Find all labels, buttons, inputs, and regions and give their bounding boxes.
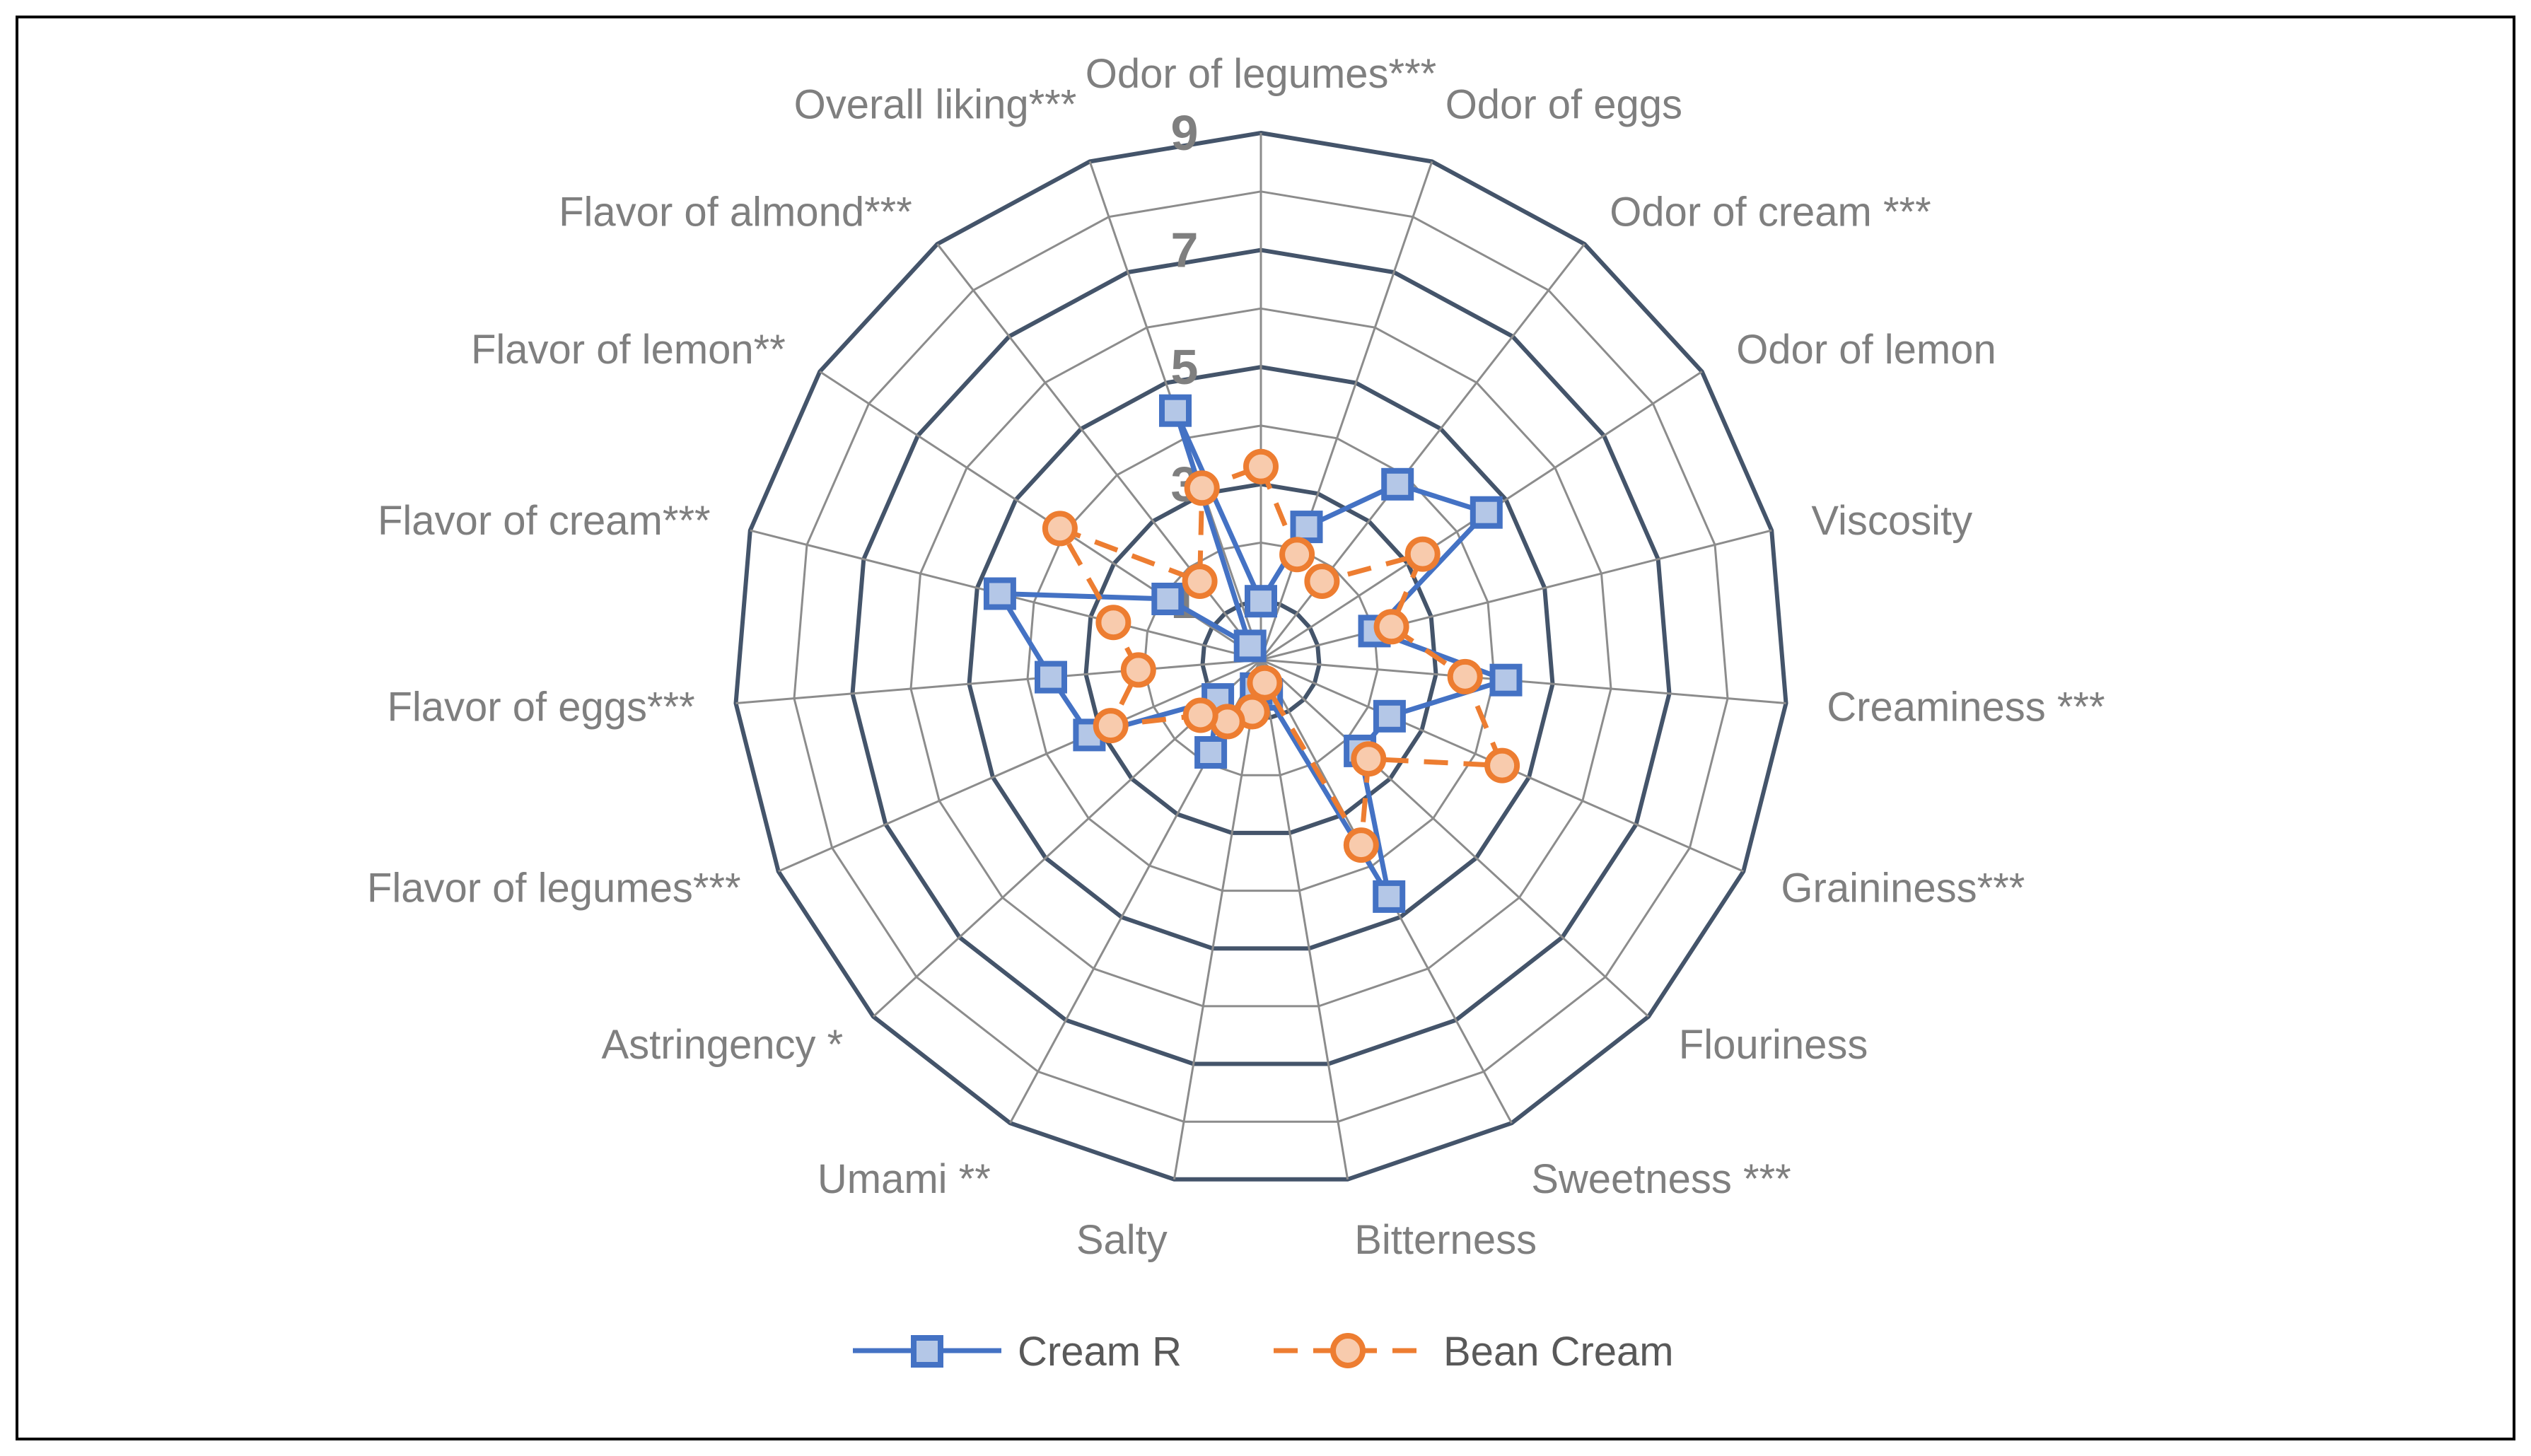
category-label-11: Umami ** xyxy=(818,1156,991,1202)
tick-label-5: 5 xyxy=(1171,339,1199,395)
point-0-1 xyxy=(1290,511,1323,544)
point-0-18 xyxy=(1159,394,1192,427)
point-0-14 xyxy=(1035,660,1067,694)
grid-ring-8 xyxy=(793,190,1729,1123)
point-1-5 xyxy=(1447,658,1483,694)
point-0-8 xyxy=(1373,880,1406,913)
legend-item-1: Bean Cream xyxy=(1274,1329,1674,1375)
point-1-16 xyxy=(1042,511,1078,547)
point-0-2 xyxy=(1381,467,1414,501)
legend-label-1: Bean Cream xyxy=(1443,1329,1674,1375)
data-series xyxy=(983,394,1523,913)
category-label-9: Bitterness xyxy=(1354,1217,1537,1263)
grid-spoke-9 xyxy=(1259,659,1349,1180)
point-0-16 xyxy=(1151,583,1185,615)
point-1-17 xyxy=(1182,564,1218,599)
category-label-17: Flavor of almond*** xyxy=(559,189,912,235)
grid-spoke-13 xyxy=(778,658,1262,873)
category-label-8: Sweetness *** xyxy=(1531,1156,1791,1202)
point-0-3 xyxy=(1470,496,1503,529)
series-line-1 xyxy=(1057,464,1505,848)
category-label-10: Salty xyxy=(1076,1217,1168,1263)
point-0-6 xyxy=(1373,699,1406,733)
series-1 xyxy=(1042,448,1520,863)
point-1-18 xyxy=(1184,470,1220,506)
grid-spoke-4 xyxy=(1260,529,1772,661)
point-1-2 xyxy=(1304,564,1340,599)
legend-label-0: Cream R xyxy=(1018,1329,1182,1375)
category-label-15: Flavor of cream*** xyxy=(378,498,711,544)
category-label-13: Flavor of legumes*** xyxy=(367,866,741,912)
legend-item-0: Cream R xyxy=(853,1329,1182,1375)
grid-ring-6 xyxy=(909,307,1612,1008)
grid-spoke-10 xyxy=(1173,659,1262,1180)
point-1-3 xyxy=(1404,536,1441,572)
grid-ring-9 xyxy=(733,130,1788,1182)
legend-marker-1 xyxy=(1330,1333,1366,1368)
category-label-1: Odor of eggs xyxy=(1445,82,1682,128)
point-1-7 xyxy=(1351,741,1387,777)
point-1-8 xyxy=(1343,827,1379,863)
category-label-0: Odor of legumes*** xyxy=(1086,51,1436,97)
point-0-11 xyxy=(1194,736,1228,769)
grid-ring-3 xyxy=(1083,482,1438,835)
category-label-7: Flouriness xyxy=(1679,1022,1868,1068)
grid-ring-5 xyxy=(967,365,1555,951)
grid-spoke-1 xyxy=(1259,161,1433,660)
point-1-9 xyxy=(1247,665,1283,701)
grid-spoke-7 xyxy=(1259,658,1650,1018)
grid-spoke-14 xyxy=(735,658,1262,704)
point-1-0 xyxy=(1243,448,1279,484)
category-label-12: Astringency * xyxy=(601,1022,843,1068)
point-0-0 xyxy=(1245,585,1277,618)
category-label-16: Flavor of lemon** xyxy=(471,327,786,373)
point-1-12 xyxy=(1182,697,1218,733)
category-label-5: Creaminess *** xyxy=(1827,684,2105,730)
point-1-15 xyxy=(1095,605,1131,641)
point-1-4 xyxy=(1373,609,1409,645)
tick-label-7: 7 xyxy=(1171,223,1199,278)
category-label-4: Viscosity xyxy=(1811,498,1972,544)
legend-marker-0 xyxy=(911,1335,943,1368)
point-1-14 xyxy=(1120,652,1156,688)
point-0-5 xyxy=(1489,663,1523,697)
category-label-6: Graininess*** xyxy=(1781,866,2025,912)
tick-label-9: 9 xyxy=(1171,105,1199,161)
category-label-18: Overall liking*** xyxy=(794,82,1077,128)
legend: Cream R Bean Cream xyxy=(853,1329,1674,1375)
point-1-1 xyxy=(1279,537,1315,573)
grid-ring-7 xyxy=(850,247,1672,1066)
point-0-15 xyxy=(983,577,1016,610)
point-1-6 xyxy=(1484,747,1520,784)
grid-spoke-5 xyxy=(1260,658,1786,704)
category-label-3: Odor of lemon xyxy=(1736,327,1996,373)
category-label-2: Odor of cream *** xyxy=(1610,189,1931,235)
point-1-13 xyxy=(1093,708,1129,744)
category-label-14: Flavor of eggs*** xyxy=(387,684,694,730)
point-0-17 xyxy=(1233,629,1267,663)
